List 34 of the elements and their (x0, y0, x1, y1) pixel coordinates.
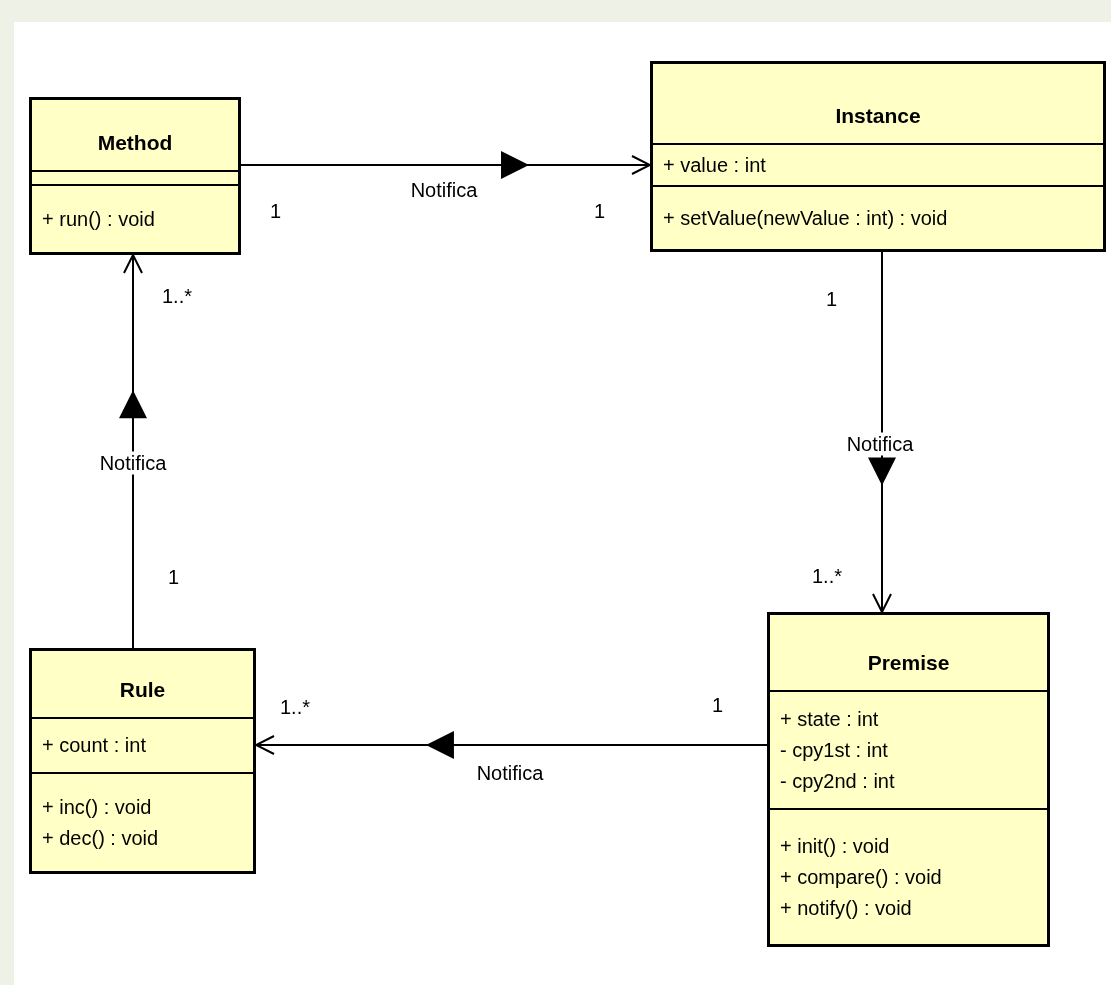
class-box (767, 612, 1050, 947)
attribute: - cpy1st : int (780, 737, 889, 763)
operation: + inc() : void (42, 794, 153, 820)
multiplicity: 1 (594, 200, 606, 223)
attribute: + count : int (42, 733, 147, 758)
class-name: Instance (835, 103, 921, 129)
class-box (29, 648, 256, 874)
attribute: + value : int (663, 152, 767, 178)
multiplicity: 1 (712, 694, 724, 717)
operation: + init() : void (780, 833, 891, 859)
class-box (29, 97, 241, 255)
class-name: Premise (867, 650, 950, 676)
class-name: Rule (119, 677, 166, 703)
multiplicity: 1 (826, 288, 838, 311)
class-box (650, 61, 1106, 252)
edge-label: Notifica (98, 451, 168, 475)
multiplicity: 1 (168, 566, 180, 589)
association-arrow (255, 735, 768, 755)
association-arrow (123, 254, 143, 649)
operation: + compare() : void (780, 864, 943, 890)
association-arrow (240, 155, 651, 175)
operation: + run() : void (42, 206, 156, 232)
operation: + setValue(newValue : int) : void (663, 205, 949, 231)
operation: + notify() : void (780, 895, 913, 921)
multiplicity: 1..* (280, 696, 311, 719)
edge-label: Notifica (845, 432, 915, 456)
attribute: - cpy2nd : int (780, 768, 896, 794)
multiplicity: 1..* (162, 285, 193, 308)
multiplicity: 1 (270, 200, 282, 223)
association-arrow (872, 251, 892, 613)
multiplicity: 1..* (812, 565, 843, 588)
class-name: Method (97, 130, 173, 156)
operation: + dec() : void (42, 825, 160, 851)
attribute: + state : int (780, 706, 880, 732)
